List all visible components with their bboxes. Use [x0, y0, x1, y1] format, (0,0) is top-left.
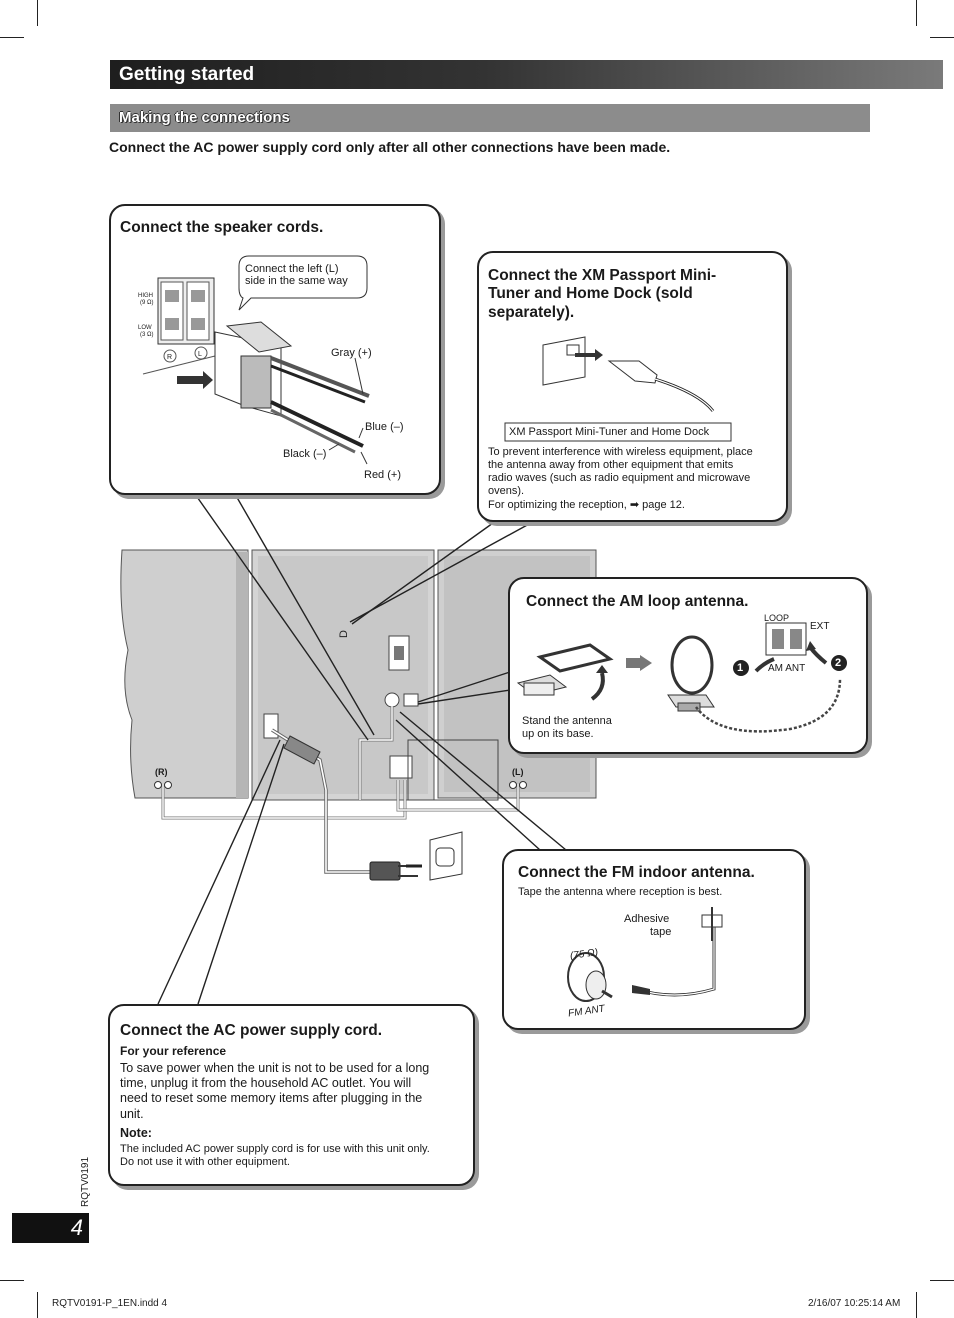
xm-note-line-4: ovens). [488, 485, 525, 497]
arrow-right-icon: ➡ [629, 499, 640, 511]
am-step-2: 2 [835, 657, 842, 669]
xm-title-line-2: Tuner and Home Dock (sold [488, 285, 693, 302]
xm-title-line-1: Connect the XM Passport Mini- [488, 267, 717, 284]
fm-diagram [567, 907, 723, 1002]
xm-card: Connect the XM Passport Mini- Tuner and … [477, 251, 788, 522]
xm-note-line-1: To prevent interference with wireless eq… [488, 446, 753, 458]
page-title: Getting started [110, 60, 943, 89]
fm-subtitle: Tape the antenna where reception is best… [518, 886, 723, 898]
am-title: Connect the AM loop antenna. [526, 593, 749, 610]
callout-line-1: Connect the left (L) [245, 263, 339, 275]
ac-title: Connect the AC power supply cord. [120, 1022, 383, 1039]
fm-title: Connect the FM indoor antenna. [518, 864, 755, 881]
crop-mark [0, 1280, 24, 1281]
ac-ref-line-2: time, unplug it from the household AC ou… [120, 1076, 412, 1090]
xm-title-line-3: separately). [488, 304, 575, 321]
fm-card: Connect the FM indoor antenna. Tape the … [502, 849, 806, 1030]
red-wire-label: Red (+) [364, 469, 401, 481]
am-diagram [516, 622, 847, 733]
crop-mark [930, 37, 954, 38]
section-title: Making the connections [110, 104, 870, 132]
xm-ref-page: page 12. [642, 499, 685, 511]
r-channel-label: (R) [155, 767, 168, 777]
high-label: HIGH [138, 293, 153, 299]
svg-text:D: D [338, 630, 350, 638]
l-terminal-label: L [198, 351, 202, 358]
ac-note-line-1: The included AC power supply cord is for… [120, 1143, 430, 1155]
black-wire-label: Black (–) [283, 448, 327, 460]
am-card: Connect the AM loop antenna. 1 2 LOOP EX… [508, 577, 868, 754]
crop-mark [37, 0, 38, 26]
ac-ref-line-1: To save power when the unit is not to be… [120, 1061, 430, 1075]
ac-note-line-2: Do not use it with other equipment. [120, 1156, 290, 1168]
high-ohm-label: (9 Ω) [140, 300, 154, 306]
tape-label-line-2: tape [650, 926, 672, 938]
footer-file: RQTV0191-P_1EN.indd 4 [52, 1298, 168, 1309]
footer-date: 2/16/07 10:25:14 AM [808, 1298, 901, 1309]
xm-device-label: XM Passport Mini-Tuner and Home Dock [509, 426, 710, 438]
xm-note-line-3: radio waves (such as radio equipment and… [488, 472, 751, 484]
crop-mark [930, 1280, 954, 1281]
ac-ref-heading: For your reference [120, 1044, 227, 1058]
am-caption-line-2: up on its base. [522, 728, 594, 740]
side-code: RQTV0191 [80, 1156, 91, 1207]
xm-diagram [504, 336, 732, 442]
gray-wire-label: Gray (+) [331, 347, 372, 359]
l-channel-label: (L) [512, 767, 524, 777]
crop-mark [916, 0, 917, 26]
intro-text: Connect the AC power supply cord only af… [109, 139, 671, 155]
crop-mark [916, 1292, 917, 1318]
speaker-card: Connect the speaker cords. Connect the l… [109, 204, 441, 495]
ac-ref-line-3: need to reset some memory items after pl… [120, 1091, 423, 1105]
speaker-title: Connect the speaker cords. [120, 219, 324, 236]
ext-label: EXT [810, 621, 830, 632]
blue-wire-label: Blue (–) [365, 421, 404, 433]
callout-line-2: side in the same way [245, 275, 348, 287]
xm-page-reference: For optimizing the reception, ➡ page 12. [488, 499, 685, 512]
xm-note-line-2: the antenna away from other equipment th… [488, 459, 734, 471]
speaker-diagram [142, 255, 370, 465]
low-label: LOW [138, 325, 152, 331]
loop-label: LOOP [764, 613, 790, 623]
low-ohm-label: (3 Ω) [140, 332, 154, 338]
crop-mark [0, 37, 24, 38]
am-step-1: 1 [737, 662, 744, 674]
ac-note-heading: Note: [120, 1126, 152, 1140]
xm-ref-prefix: For optimizing the reception, [488, 499, 627, 511]
ac-card: Connect the AC power supply cord. For yo… [108, 1004, 475, 1186]
am-ant-label: AM ANT [768, 663, 806, 674]
r-terminal-label: R [167, 354, 173, 361]
tape-label-line-1: Adhesive [624, 913, 670, 925]
am-caption-line-1: Stand the antenna [522, 715, 612, 727]
crop-mark [37, 1292, 38, 1318]
ac-ref-line-4: unit. [120, 1107, 144, 1121]
page-number: 4 [12, 1213, 89, 1243]
